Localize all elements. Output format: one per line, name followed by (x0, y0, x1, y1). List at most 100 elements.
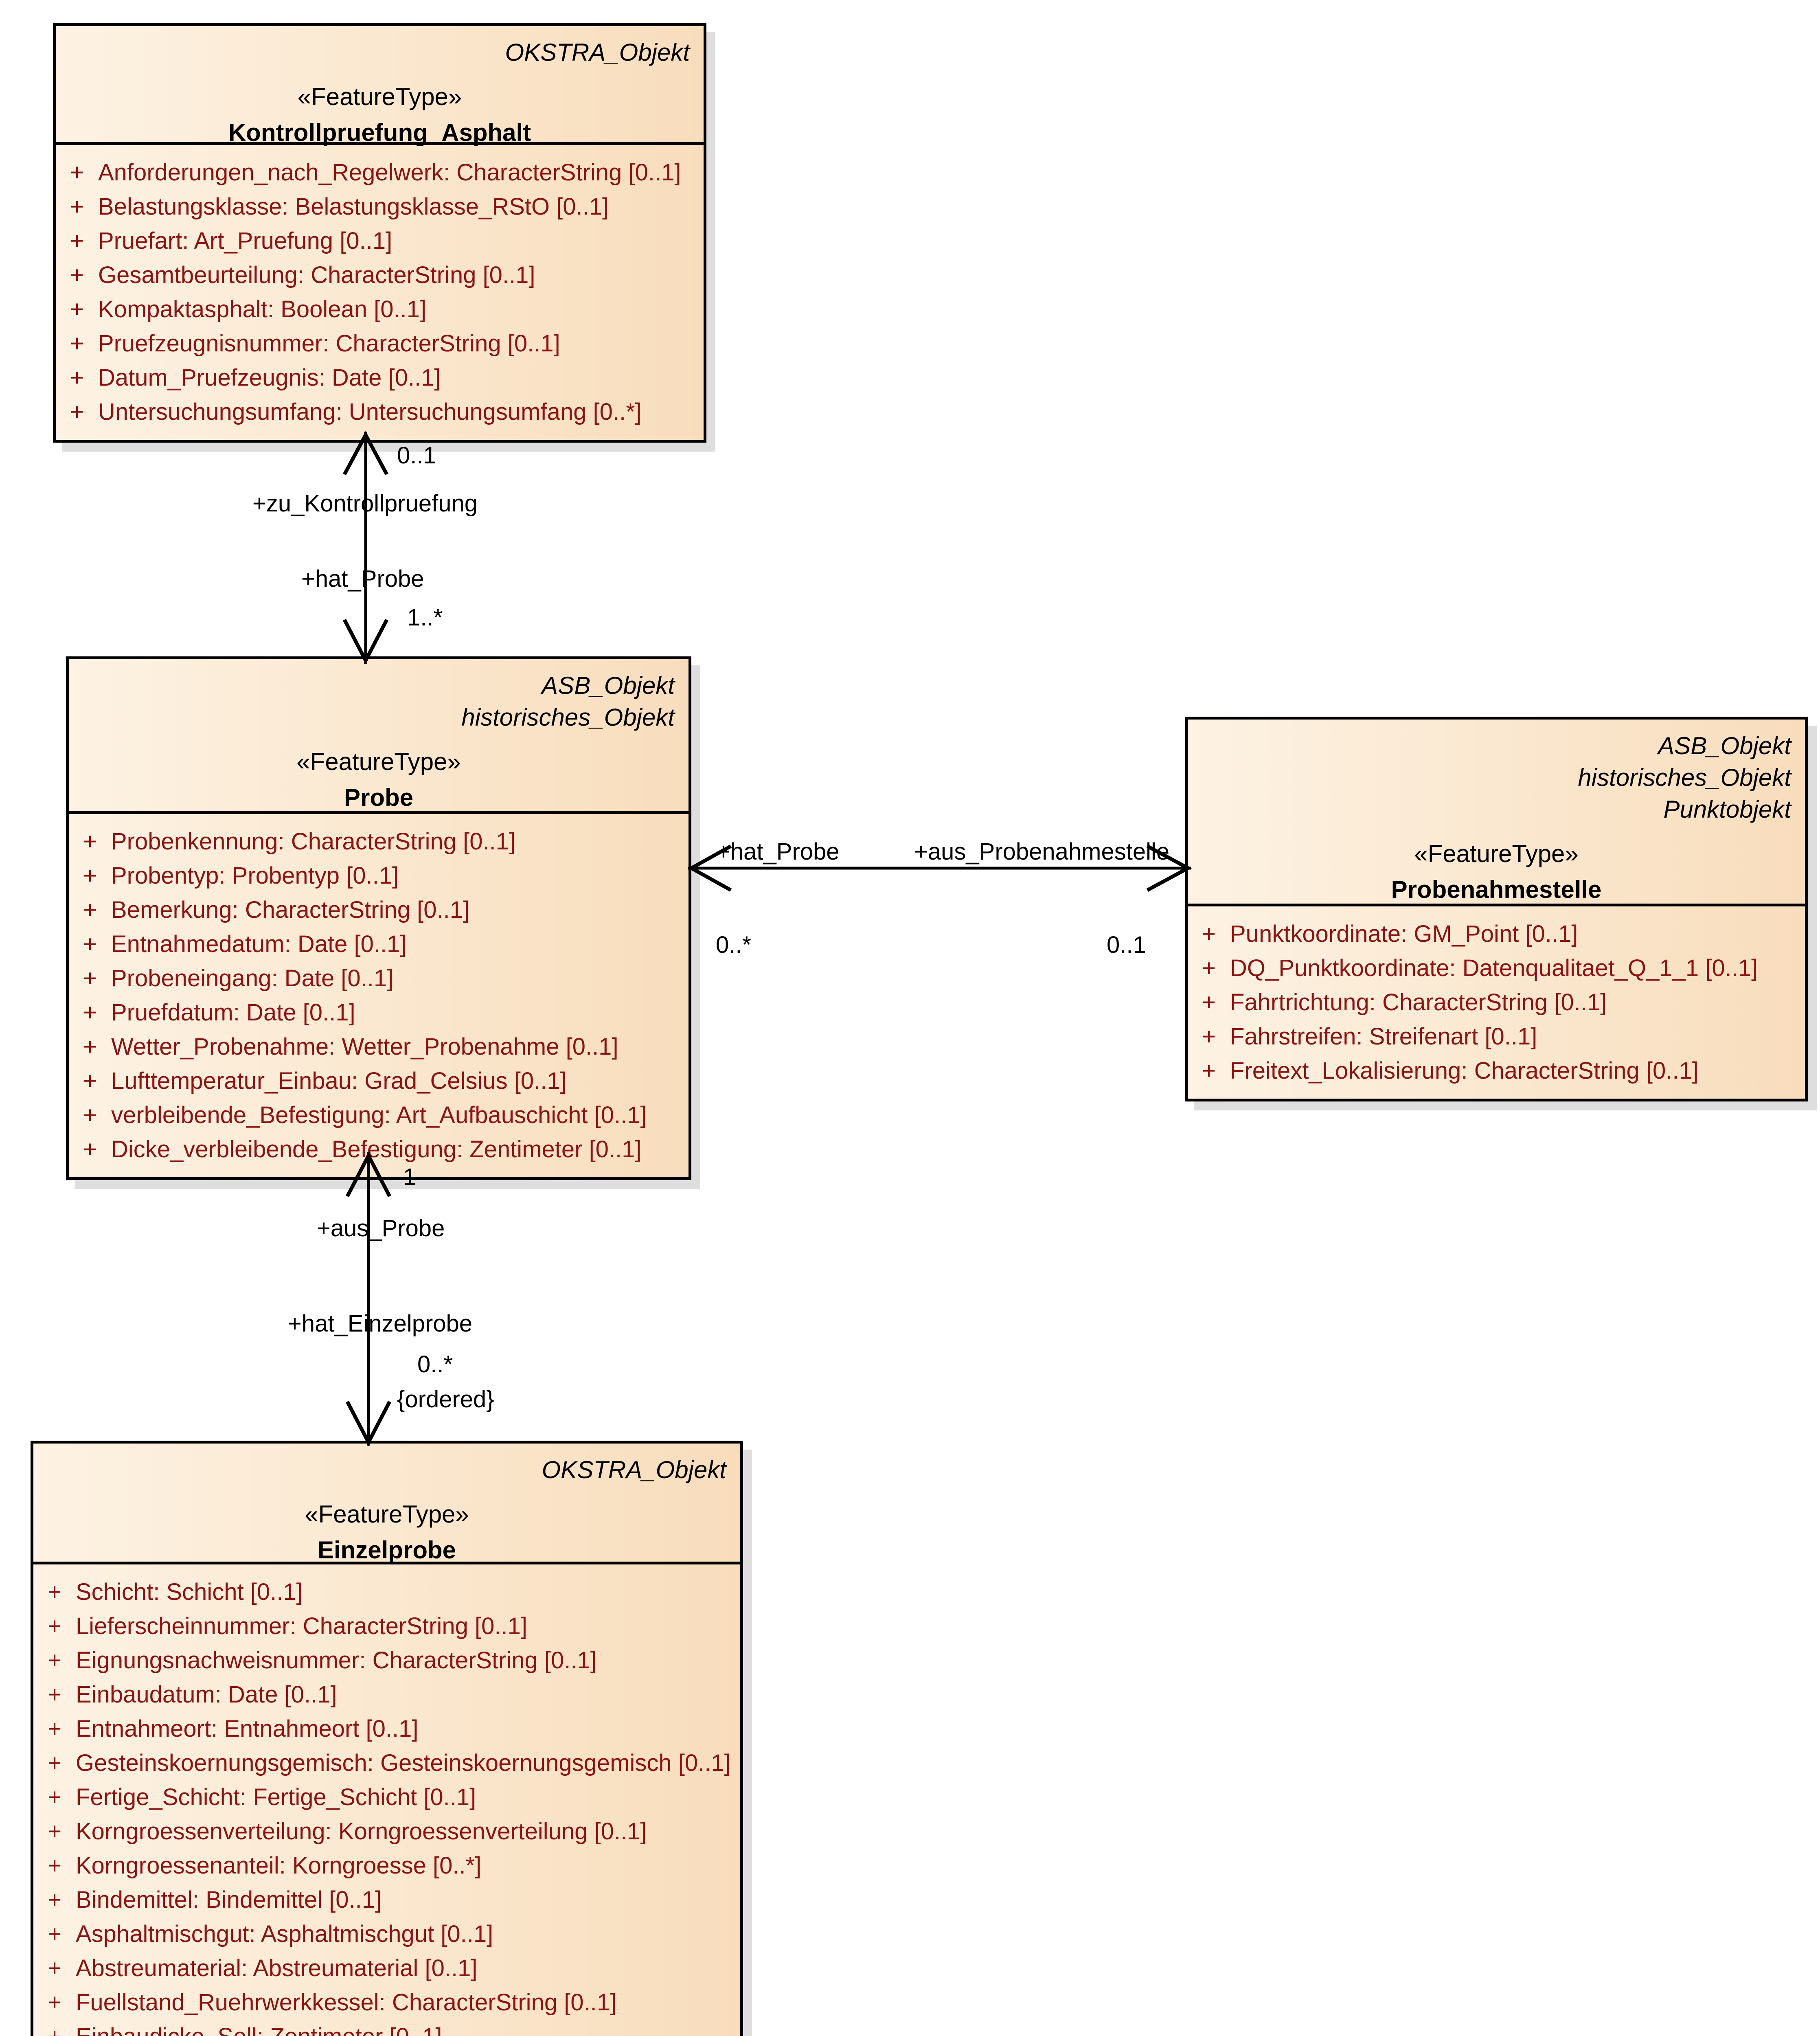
association-kontrollpruefung-probe[interactable] (337, 431, 402, 665)
attribute-row[interactable]: + Fahrtrichtung: CharacterString [0..1] (1188, 985, 1805, 1020)
edge-role-source: +hat_Probe (717, 838, 840, 865)
visibility-marker: + (83, 862, 97, 889)
visibility-marker: + (48, 1681, 61, 1708)
open-arrowhead-right (1146, 845, 1192, 892)
attribute-row[interactable]: + Lieferscheinnummer: CharacterString [0… (33, 1609, 740, 1643)
attribute-row[interactable]: + Bemerkung: CharacterString [0..1] (69, 893, 689, 927)
edge-multiplicity-source: 0..* (716, 932, 752, 958)
attribute-text: DQ_Punktkoordinate: Datenqualitaet_Q_1_1… (1230, 955, 1758, 981)
attribute-row[interactable]: + Dicke_verbleibende_Befestigung: Zentim… (69, 1132, 689, 1167)
open-arrowhead-down (343, 619, 388, 665)
attribute-text: Freitext_Lokalisierung: CharacterString … (1230, 1057, 1699, 1084)
edge-multiplicity-target: 0..1 (1107, 932, 1146, 958)
visibility-marker: + (70, 228, 84, 254)
attribute-row[interactable]: + Fuellstand_Ruehrwerkkessel: CharacterS… (33, 1986, 740, 2020)
metaclass-tag: Punktobjekt (1663, 796, 1791, 823)
attribute-text: Korngroessenanteil: Korngroesse [0..*] (76, 1852, 482, 1879)
visibility-marker: + (1202, 1023, 1216, 1050)
class-header: OKSTRA_Objekt «FeatureType» Einzelprobe (33, 1444, 740, 1564)
attribute-row[interactable]: + Einbaudatum: Date [0..1] (33, 1678, 740, 1712)
attribute-row[interactable]: + Kompaktasphalt: Boolean [0..1] (56, 292, 704, 327)
metaclass-tag: OKSTRA_Objekt (542, 1456, 727, 1483)
class-attribute-list: + Anforderungen_nach_Regelwerk: Characte… (56, 145, 704, 440)
attribute-row[interactable]: + Korngroessenanteil: Korngroesse [0..*] (33, 1849, 740, 1883)
attribute-row[interactable]: + Lufttemperatur_Einbau: Grad_Celsius [0… (69, 1064, 689, 1098)
visibility-marker: + (83, 897, 97, 923)
attribute-row[interactable]: + Bindemittel: Bindemittel [0..1] (33, 1883, 740, 1917)
attribute-row[interactable]: + Probenkennung: CharacterString [0..1] (69, 825, 689, 859)
class-box-probenahmestelle[interactable]: ASB_Objekt historisches_Objekt Punktobje… (1185, 717, 1808, 1101)
attribute-row[interactable]: + Schicht: Schicht [0..1] (33, 1575, 740, 1609)
attribute-row[interactable]: + Korngroessenverteilung: Korngroessenve… (33, 1814, 740, 1849)
metaclass-tags: OKSTRA_Objekt (70, 37, 690, 68)
attribute-row[interactable]: + Abstreumaterial: Abstreumaterial [0..1… (33, 1951, 740, 1986)
class-header: OKSTRA_Objekt «FeatureType» Kontrollprue… (56, 26, 704, 146)
attribute-row[interactable]: + Fertige_Schicht: Fertige_Schicht [0..1… (33, 1780, 740, 1814)
attribute-row[interactable]: + Entnahmeort: Entnahmeort [0..1] (33, 1712, 740, 1746)
attribute-text: Pruefart: Art_Pruefung [0..1] (98, 228, 393, 254)
visibility-marker: + (83, 828, 97, 855)
attribute-row[interactable]: + Asphaltmischgut: Asphaltmischgut [0..1… (33, 1917, 740, 1951)
attribute-row[interactable]: + Probentyp: Probentyp [0..1] (69, 859, 689, 893)
attribute-row[interactable]: + Fahrstreifen: Streifenart [0..1] (1188, 1020, 1805, 1054)
visibility-marker: + (83, 1033, 97, 1060)
attribute-row[interactable]: + Freitext_Lokalisierung: CharacterStrin… (1188, 1054, 1805, 1088)
attribute-text: Entnahmedatum: Date [0..1] (111, 931, 407, 957)
attribute-row[interactable]: + Gesamtbeurteilung: CharacterString [0.… (56, 258, 704, 292)
attribute-row[interactable]: + Punktkoordinate: GM_Point [0..1] (1188, 917, 1805, 951)
attribute-row[interactable]: + Entnahmedatum: Date [0..1] (69, 927, 689, 961)
class-box-kontrollpruefung-asphalt[interactable]: OKSTRA_Objekt «FeatureType» Kontrollprue… (53, 23, 706, 443)
class-box-probe[interactable]: ASB_Objekt historisches_Objekt «FeatureT… (66, 656, 691, 1180)
attribute-row[interactable]: + Anforderungen_nach_Regelwerk: Characte… (56, 156, 704, 190)
attribute-row[interactable]: + Untersuchungsumfang: Untersuchungsumfa… (56, 395, 704, 429)
attribute-text: Fahrstreifen: Streifenart [0..1] (1230, 1023, 1537, 1050)
attribute-row[interactable]: + Probeneingang: Date [0..1] (69, 961, 689, 996)
attribute-row[interactable]: + DQ_Punktkoordinate: Datenqualitaet_Q_1… (1188, 951, 1805, 985)
visibility-marker: + (48, 1921, 61, 1947)
attribute-row[interactable]: + Einbaudicke_Soll: Zentimeter [0..1] (33, 2020, 740, 2036)
attribute-text: Probenkennung: CharacterString [0..1] (111, 828, 516, 855)
attribute-row[interactable]: + Datum_Pruefzeugnis: Date [0..1] (56, 361, 704, 395)
attribute-row[interactable]: + Pruefzeugnisnummer: CharacterString [0… (56, 327, 704, 361)
metaclass-tag: historisches_Objekt (461, 704, 675, 731)
class-name: Probenahmestelle (1391, 876, 1602, 903)
class-attribute-list: + Schicht: Schicht [0..1] + Lieferschein… (33, 1564, 740, 2036)
attribute-row[interactable]: + Pruefdatum: Date [0..1] (69, 996, 689, 1030)
metaclass-tags: ASB_Objekt historisches_Objekt (83, 670, 675, 733)
attribute-row[interactable]: + Belastungsklasse: Belastungsklasse_RSt… (56, 190, 704, 224)
attribute-text: Datum_Pruefzeugnis: Date [0..1] (98, 364, 441, 391)
attribute-row[interactable]: + Pruefart: Art_Pruefung [0..1] (56, 224, 704, 258)
attribute-text: Entnahmeort: Entnahmeort [0..1] (76, 1716, 419, 1742)
edge-role-target: +zu_Kontrollpruefung (252, 490, 478, 517)
attribute-row[interactable]: + Wetter_Probenahme: Wetter_Probenahme [… (69, 1030, 689, 1064)
attribute-text: Einbaudatum: Date [0..1] (76, 1681, 337, 1708)
visibility-marker: + (1202, 989, 1216, 1016)
visibility-marker: + (48, 1647, 61, 1674)
attribute-row[interactable]: + Eignungsnachweisnummer: CharacterStrin… (33, 1643, 740, 1678)
visibility-marker: + (70, 296, 84, 323)
attribute-text: Bindemittel: Bindemittel [0..1] (76, 1887, 382, 1913)
attribute-text: Schicht: Schicht [0..1] (76, 1579, 303, 1605)
metaclass-tag: OKSTRA_Objekt (505, 39, 690, 66)
visibility-marker: + (1202, 1057, 1216, 1084)
edge-role-target: +aus_Probe (317, 1215, 445, 1242)
visibility-marker: + (70, 364, 84, 391)
class-stereotype: «FeatureType» (305, 1501, 469, 1528)
visibility-marker: + (48, 1955, 61, 1981)
visibility-marker: + (70, 193, 84, 220)
attribute-row[interactable]: + Gesteinskoernungsgemisch: Gesteinskoer… (33, 1746, 740, 1780)
visibility-marker: + (70, 159, 84, 186)
association-probe-einzelprobe[interactable] (340, 1152, 405, 1446)
edge-role-source: +hat_Einzelprobe (288, 1310, 473, 1337)
attribute-text: Probeneingang: Date [0..1] (111, 965, 394, 992)
open-arrowhead-down (346, 1400, 391, 1446)
association-probe-probenahmestelle[interactable] (687, 839, 1192, 898)
visibility-marker: + (70, 262, 84, 288)
class-box-einzelprobe[interactable]: OKSTRA_Objekt «FeatureType» Einzelprobe … (31, 1441, 743, 2036)
visibility-marker: + (83, 999, 97, 1026)
attribute-row[interactable]: + verbleibende_Befestigung: Art_Aufbausc… (69, 1098, 689, 1132)
open-arrowhead-up (346, 1152, 391, 1198)
attribute-text: Einbaudicke_Soll: Zentimeter [0..1] (76, 2025, 442, 2036)
visibility-marker: + (33, 2025, 76, 2036)
visibility-marker: + (83, 1136, 97, 1163)
